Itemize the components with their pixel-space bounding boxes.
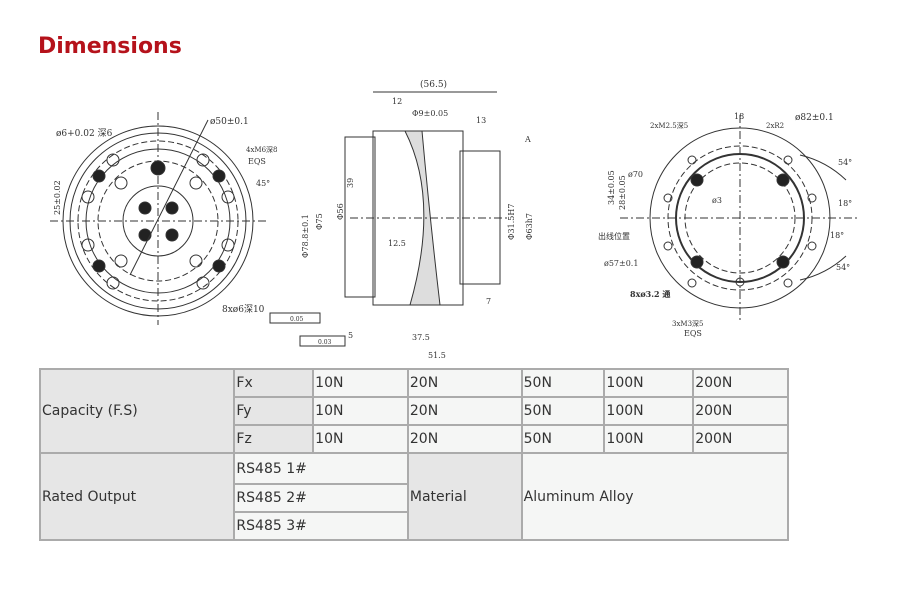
drawing-label: Φ31.5H7 — [507, 204, 516, 240]
capacity-label: Capacity (F.S) — [38, 368, 236, 454]
drawing-label: ø57±0.1 — [604, 259, 638, 268]
capacity-value: 20N — [406, 424, 523, 454]
capacity-value: 200N — [692, 368, 789, 398]
drawing-label: 8xø6深10 — [222, 304, 265, 315]
drawing-label: Φ63h7 — [525, 213, 534, 240]
drawing-label: 34±0.05 — [607, 170, 616, 205]
drawing-label: Φ78.8±0.1 — [301, 214, 310, 258]
drawing-label: 37.5 — [412, 333, 430, 342]
front-view-drawing: ø6+0.02 深6 ø50±0.1 4xM6深8 EQS 25±0.02 45… — [50, 112, 277, 325]
axis-label: Fy — [233, 396, 315, 426]
drawing-label: 8xø3.2 通 — [630, 289, 670, 299]
drawing-label: 18 — [734, 112, 744, 121]
table-row: Capacity (F.S) Fx 10N 20N 50N 100N 200N — [38, 368, 789, 454]
drawing-label: 7 — [486, 297, 491, 306]
table-row: Rated Output RS485 1# Material Aluminum … — [38, 452, 790, 541]
drawing-label: EQS — [248, 157, 266, 166]
drawing-label: ø70 — [628, 170, 643, 179]
table-row: Fz 10N 20N 50N 100N 200N — [40, 424, 789, 454]
drawing-label: 3xM3深5 — [672, 319, 703, 328]
drawing-label: 39 — [346, 178, 355, 188]
specifications-table: Capacity (F.S) Fx 10N 20N 50N 100N 200N … — [38, 368, 790, 541]
drawing-label: A — [524, 135, 531, 144]
drawing-label: 12.5 — [388, 239, 406, 248]
drawing-label: 0.05 — [290, 316, 304, 323]
side-view-drawing: (56.5) 12 Φ9±0.05 13 39 Φ56 Φ78.8±0.1 Φ7… — [269, 79, 534, 360]
drawing-label: 2xM2.5深5 — [650, 121, 688, 130]
drawing-label: 2xR2 — [766, 122, 784, 130]
drawing-label: Φ56 — [336, 203, 345, 220]
drawing-label: 12 — [392, 97, 402, 106]
drawing-label: 45° — [256, 179, 270, 188]
capacity-value: 100N — [603, 424, 695, 454]
dimension-drawing: ø6+0.02 深6 ø50±0.1 4xM6深8 EQS 25±0.02 45… — [50, 79, 860, 360]
capacity-value: 50N — [520, 424, 606, 454]
drawing-label: Φ75 — [315, 213, 324, 230]
drawing-label: 25±0.02 — [53, 180, 62, 215]
drawing-label: EQS — [684, 329, 702, 338]
drawing-label: ø3 — [712, 196, 722, 205]
drawing-label: 4xM6深8 — [246, 145, 277, 154]
table-row: RS485 3# — [40, 511, 788, 541]
output-value: RS485 3# — [233, 511, 409, 541]
drawing-label: Φ9±0.05 — [412, 109, 448, 118]
section-title: Dimensions — [38, 34, 182, 59]
drawing-label: 出线位置 — [598, 231, 630, 241]
drawing-label: 54° — [838, 158, 852, 167]
capacity-value: 10N — [312, 368, 409, 398]
capacity-value: 50N — [520, 368, 606, 398]
capacity-value: 10N — [312, 424, 409, 454]
capacity-value: 20N — [406, 396, 523, 426]
output-value: RS485 1# — [233, 452, 409, 485]
drawing-label: ø6+0.02 深6 — [56, 128, 113, 139]
capacity-value: 100N — [603, 396, 695, 426]
capacity-value: 20N — [406, 368, 523, 398]
drawing-label: 18° — [838, 199, 852, 208]
drawing-label: 54° — [836, 263, 850, 272]
drawing-label: 51.5 — [428, 351, 446, 360]
drawing-label: 0.03 — [318, 339, 332, 346]
drawing-label: ø82±0.1 — [795, 113, 834, 123]
table-row: Fy 10N 20N 50N 100N 200N — [40, 396, 789, 426]
drawing-label: ø50±0.1 — [210, 117, 249, 127]
capacity-value: 200N — [692, 424, 789, 454]
back-view-drawing: 2xM2.5深5 18 2xR2 ø82±0.1 34±0.05 28±0.05… — [598, 112, 860, 338]
rated-output-label: Rated Output — [38, 452, 236, 541]
axis-label: Fx — [233, 368, 315, 398]
output-value: RS485 2# — [233, 483, 409, 513]
material-label: Material — [406, 452, 523, 541]
drawing-label: (56.5) — [420, 79, 447, 90]
capacity-value: 10N — [312, 396, 409, 426]
drawing-label: 13 — [476, 116, 486, 125]
axis-label: Fz — [233, 424, 315, 454]
capacity-value: 50N — [520, 396, 606, 426]
capacity-value: 100N — [603, 368, 695, 398]
drawing-label: 18° — [830, 231, 844, 240]
table-row: RS485 2# — [40, 483, 788, 513]
drawing-label: 28±0.05 — [618, 175, 627, 210]
capacity-value: 200N — [692, 396, 789, 426]
material-value: Aluminum Alloy — [520, 452, 790, 541]
drawing-label: 5 — [348, 331, 353, 340]
